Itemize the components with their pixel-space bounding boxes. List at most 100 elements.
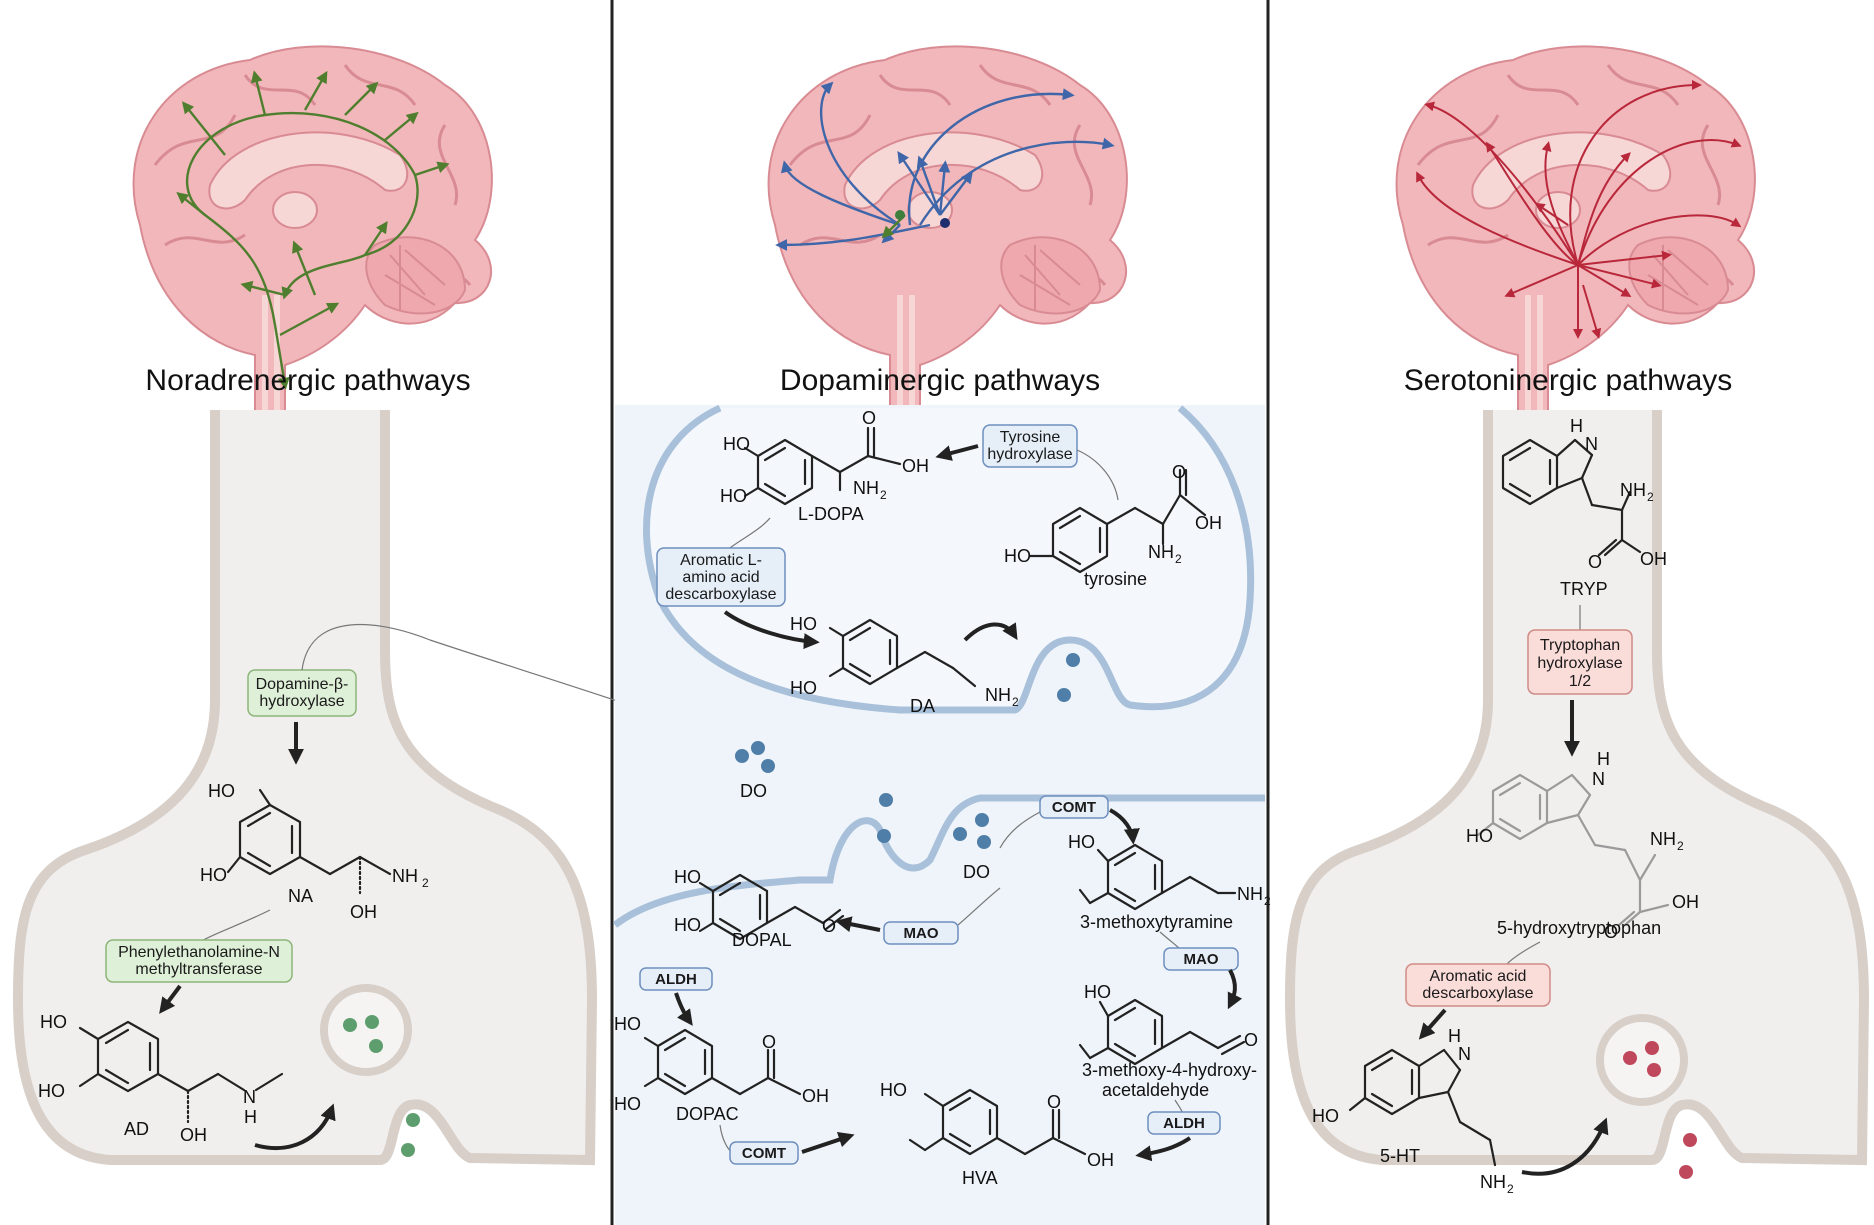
svg-text:methyltransferase: methyltransferase: [135, 961, 262, 978]
serotoninergic-release-arrow: [1521, 1117, 1609, 1176]
ldopa-label: L-DOPA: [798, 504, 864, 524]
svg-text:N: N: [1592, 769, 1605, 789]
noradrenergic-brain: [134, 46, 492, 425]
svg-text:O: O: [862, 408, 876, 428]
aldh-box-left: ALDH: [639, 967, 713, 991]
dopal-label: DOPAL: [732, 930, 792, 950]
dopamine-beta-hydroxylase-box: Dopamine-β- hydroxylase: [247, 669, 357, 717]
aadc-arrow-right: [1418, 1008, 1447, 1040]
aromatic-acid-decarboxylase-box: Aromatic acid descarboxylase: [1405, 941, 1551, 1007]
dopaminergic-brain: [769, 46, 1127, 425]
svg-text:HO: HO: [1312, 1106, 1339, 1126]
svg-text:HO: HO: [1004, 546, 1031, 566]
svg-text:O: O: [1244, 1030, 1258, 1050]
svg-text:NH: NH: [985, 685, 1011, 705]
svg-text:HO: HO: [1466, 826, 1493, 846]
dopac-molecule: HO HO O OH DOPAC: [614, 1014, 829, 1124]
svg-text:2: 2: [1647, 490, 1654, 504]
svg-text:Tyrosine: Tyrosine: [1000, 429, 1061, 446]
svg-text:Aromatic acid: Aromatic acid: [1430, 968, 1527, 985]
tyrosine-label: tyrosine: [1084, 569, 1147, 589]
svg-text:O: O: [1047, 1092, 1061, 1112]
svg-text:OH: OH: [350, 902, 377, 922]
ad-molecule: HO HO OH N H AD: [38, 1012, 284, 1145]
svg-text:COMT: COMT: [742, 1145, 786, 1162]
aadc-box: Aromatic L- amino acid descarboxylase: [656, 517, 786, 607]
svg-text:OH: OH: [1195, 513, 1222, 533]
svg-text:HO: HO: [723, 434, 750, 454]
svg-text:Phenylethanolamine-N: Phenylethanolamine-N: [118, 944, 280, 961]
svg-text:HO: HO: [200, 865, 227, 885]
hva-label: HVA: [962, 1168, 998, 1188]
svg-text:ALDH: ALDH: [655, 971, 697, 988]
mhpa-molecule: HO O 3-methoxy-4-hydroxy- acetaldehyde: [1078, 982, 1258, 1100]
svg-text:HO: HO: [720, 486, 747, 506]
serotonin-label: 5-HT: [1380, 1146, 1420, 1166]
htp-molecule: H N HO NH 2 O OH 5-hydroxytryptophan: [1466, 749, 1699, 942]
svg-text:NH: NH: [1237, 884, 1263, 904]
svg-text:HO: HO: [880, 1080, 907, 1100]
svg-text:Aromatic L-: Aromatic L-: [680, 552, 762, 569]
do-label: DO: [963, 862, 990, 882]
svg-text:H: H: [1597, 749, 1610, 769]
svg-text:2: 2: [1175, 552, 1182, 566]
aadc-arrow: [723, 610, 820, 650]
svg-text:HO: HO: [674, 867, 701, 887]
na-molecule: HO HO OH NH 2 NA: [200, 781, 429, 922]
svg-text:3-methoxy-4-hydroxy-: 3-methoxy-4-hydroxy-: [1082, 1060, 1257, 1080]
mao-arrow-middle: [835, 916, 881, 933]
svg-text:OH: OH: [1672, 892, 1699, 912]
noradrenergic-terminal: [12, 410, 598, 1166]
svg-text:HO: HO: [790, 678, 817, 698]
svg-text:amino acid: amino acid: [682, 569, 759, 586]
svg-text:descarboxylase: descarboxylase: [665, 586, 776, 603]
svg-text:HO: HO: [790, 614, 817, 634]
tryp-label: TRYP: [1560, 579, 1608, 599]
svg-text:2: 2: [1264, 894, 1271, 908]
svg-text:2: 2: [1012, 695, 1019, 709]
svg-text:2: 2: [880, 488, 887, 502]
svg-text:HO: HO: [1068, 832, 1095, 852]
ad-label: AD: [124, 1119, 149, 1139]
svg-text:2: 2: [1677, 839, 1684, 853]
svg-text:O: O: [822, 916, 836, 936]
svg-text:OH: OH: [802, 1086, 829, 1106]
do-label-cleft: DO: [740, 781, 767, 801]
svg-text:HO: HO: [614, 1014, 641, 1034]
svg-text:N: N: [243, 1087, 256, 1107]
da-label: DA: [910, 696, 935, 716]
svg-text:NH: NH: [392, 866, 418, 886]
serotoninergic-title: Serotoninergic pathways: [1404, 364, 1733, 397]
tyrosine-hydroxylase-box: Tyrosine hydroxylase: [982, 424, 1078, 468]
na-label: NA: [288, 886, 313, 906]
svg-text:descarboxylase: descarboxylase: [1422, 985, 1533, 1002]
svg-text:O: O: [1588, 552, 1602, 572]
da-release-arrow: [963, 622, 1018, 642]
mao-box-right: MAO: [1159, 931, 1239, 971]
da-molecule: HO HO NH 2 DA: [790, 614, 1019, 716]
svg-text:HO: HO: [208, 781, 235, 801]
svg-text:N: N: [1458, 1044, 1471, 1064]
svg-text:Dopamine-β-: Dopamine-β-: [256, 676, 349, 693]
dopac-label: DOPAC: [676, 1104, 739, 1124]
svg-text:NH: NH: [1650, 829, 1676, 849]
svg-text:HO: HO: [1084, 982, 1111, 1002]
svg-text:H: H: [244, 1107, 257, 1127]
tryp-molecule: H N NH 2 O OH TRYP: [1501, 416, 1667, 599]
svg-text:N: N: [1585, 434, 1598, 454]
htp-label: 5-hydroxytryptophan: [1497, 918, 1661, 938]
svg-text:hydroxylase: hydroxylase: [259, 693, 344, 710]
svg-text:2: 2: [422, 876, 429, 890]
svg-text:H: H: [1570, 416, 1583, 436]
svg-text:Tryptophan: Tryptophan: [1540, 637, 1620, 654]
svg-text:H: H: [1448, 1026, 1461, 1046]
aldh-arrow-right: [1135, 1136, 1192, 1162]
svg-text:OH: OH: [902, 456, 929, 476]
comt-arrow-bottom: [801, 1131, 855, 1154]
svg-text:MAO: MAO: [904, 925, 939, 942]
methoxytyramine-label: 3-methoxytyramine: [1080, 912, 1233, 932]
svg-text:1/2: 1/2: [1569, 673, 1591, 690]
svg-text:O: O: [1172, 462, 1186, 482]
dopaminergic-postsynaptic: [612, 794, 1265, 928]
